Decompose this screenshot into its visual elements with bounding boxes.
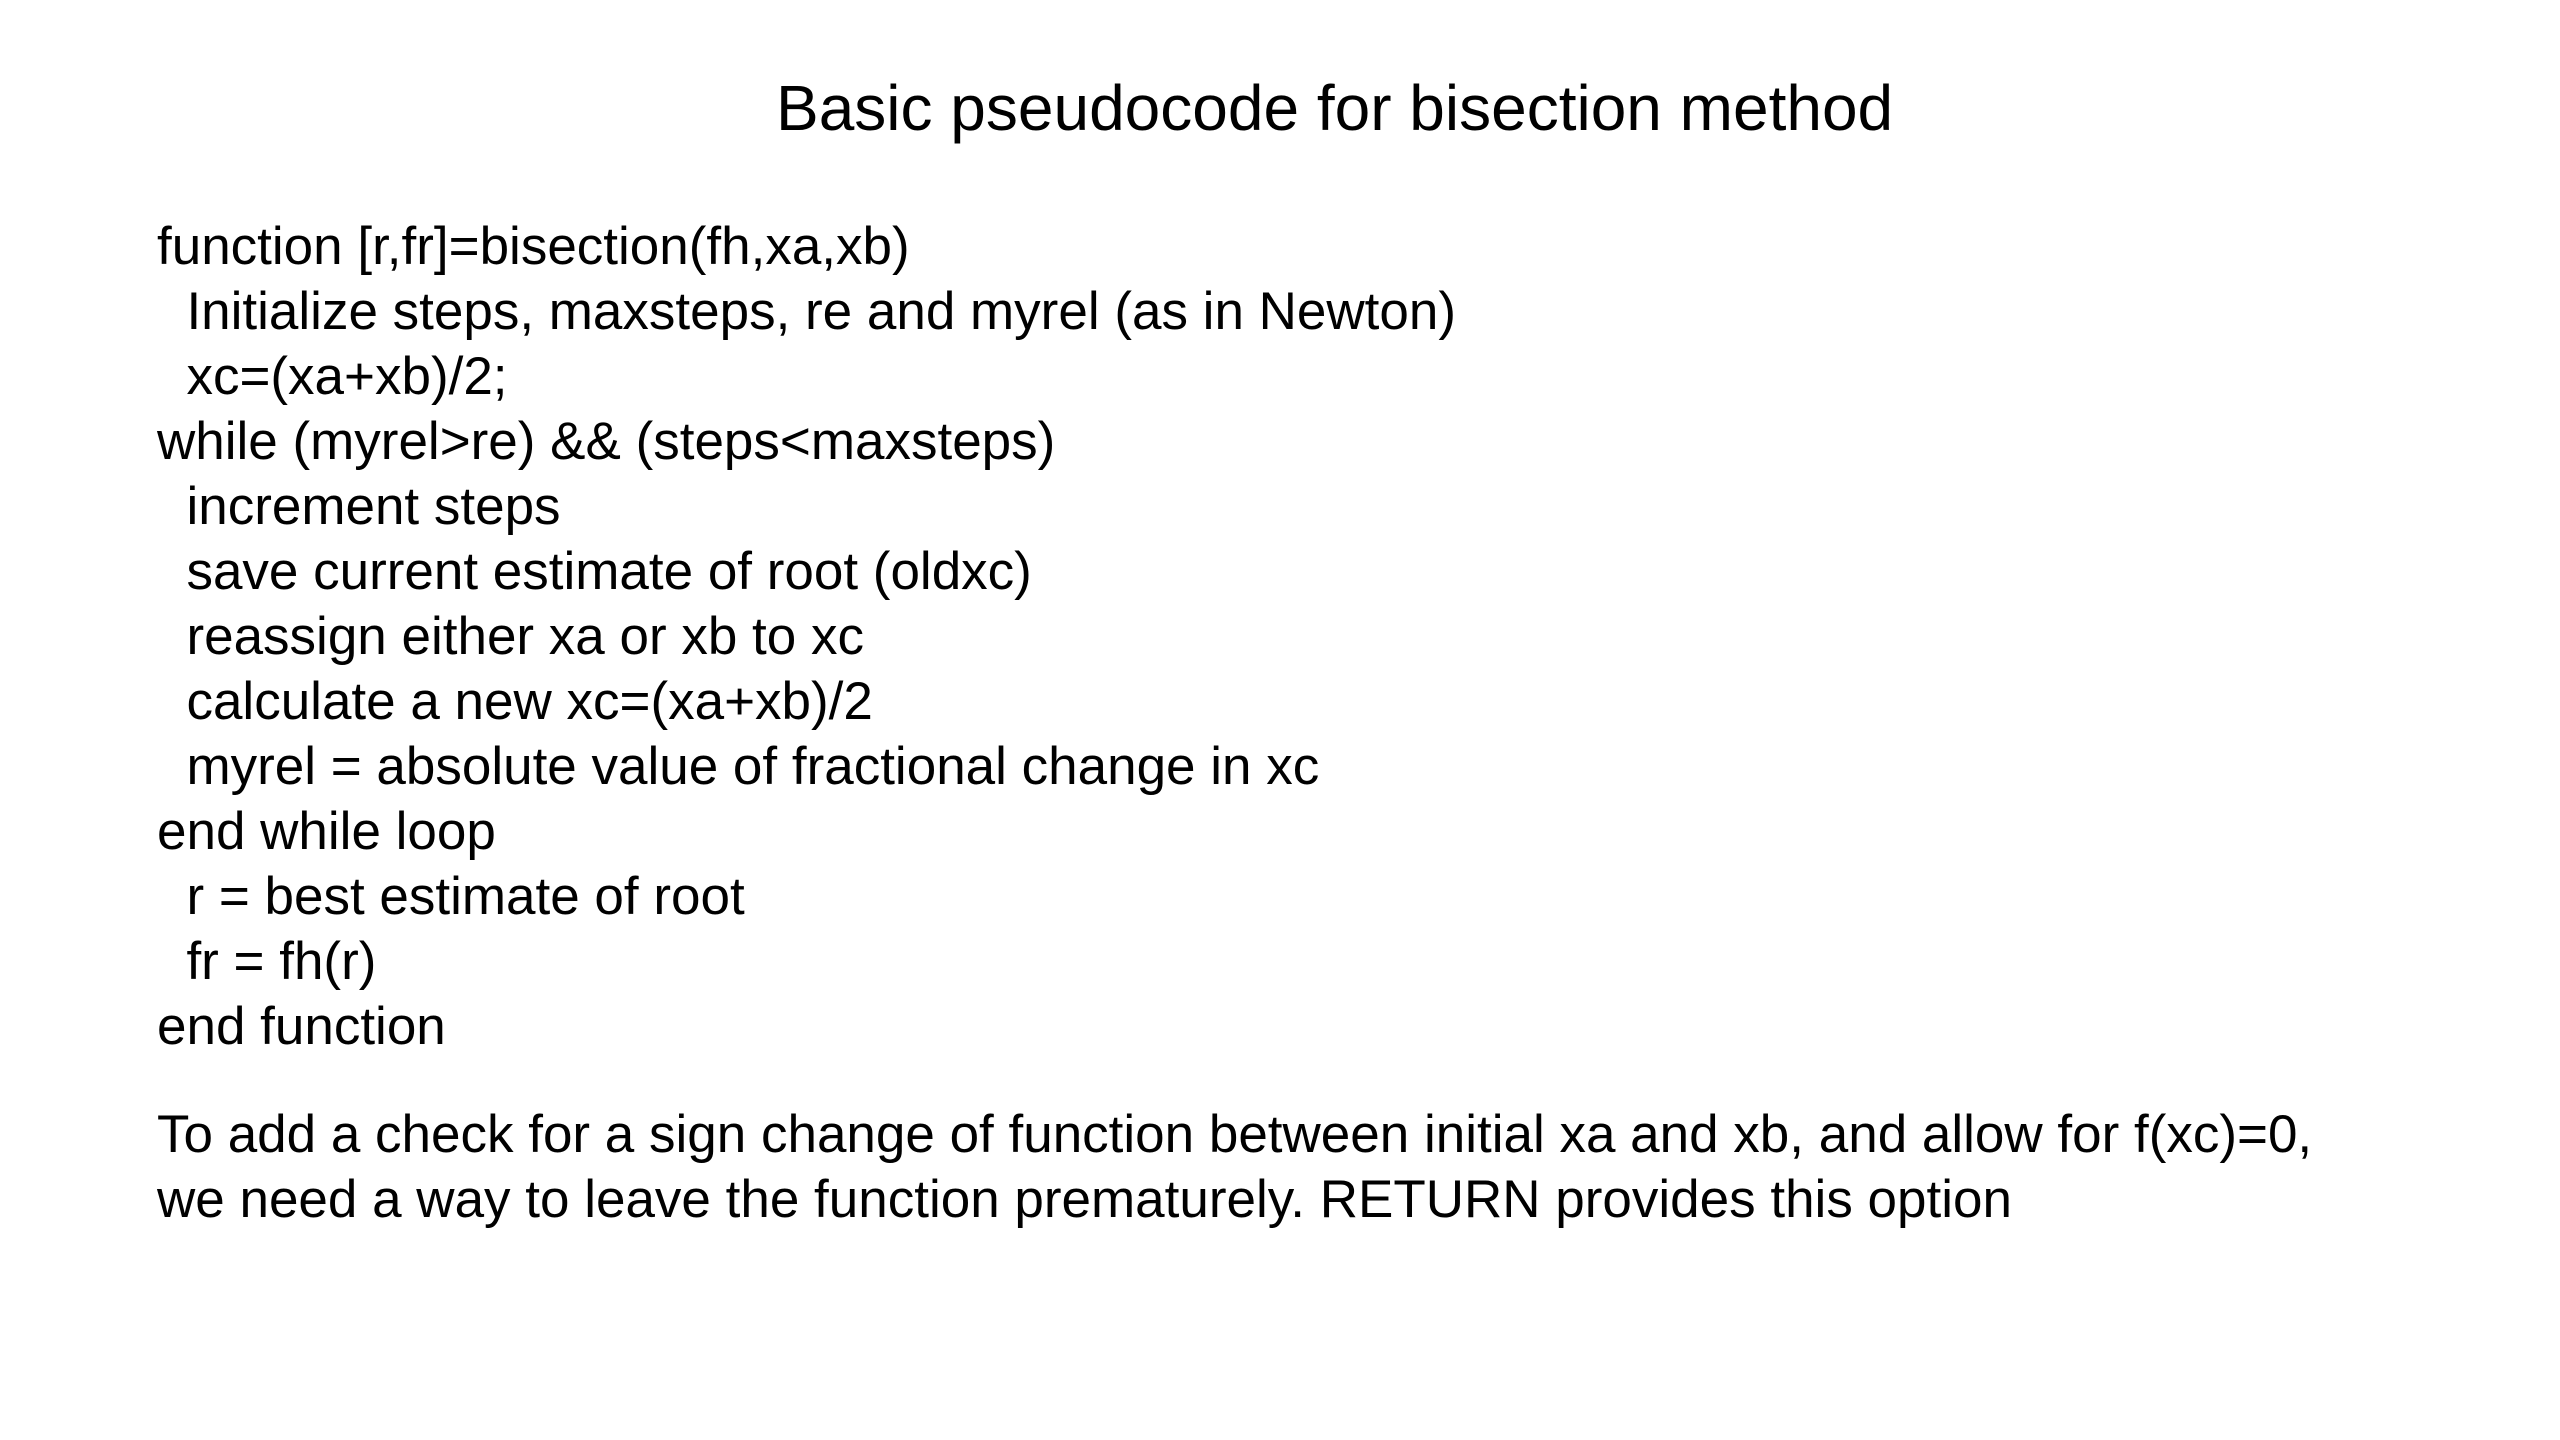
pseudocode-block: function [r,fr]=bisection(fh,xa,xb) Init…: [157, 217, 1456, 1056]
page-title: Basic pseudocode for bisection method: [776, 72, 1894, 144]
note-paragraph: To add a check for a sign change of func…: [157, 1105, 2313, 1229]
